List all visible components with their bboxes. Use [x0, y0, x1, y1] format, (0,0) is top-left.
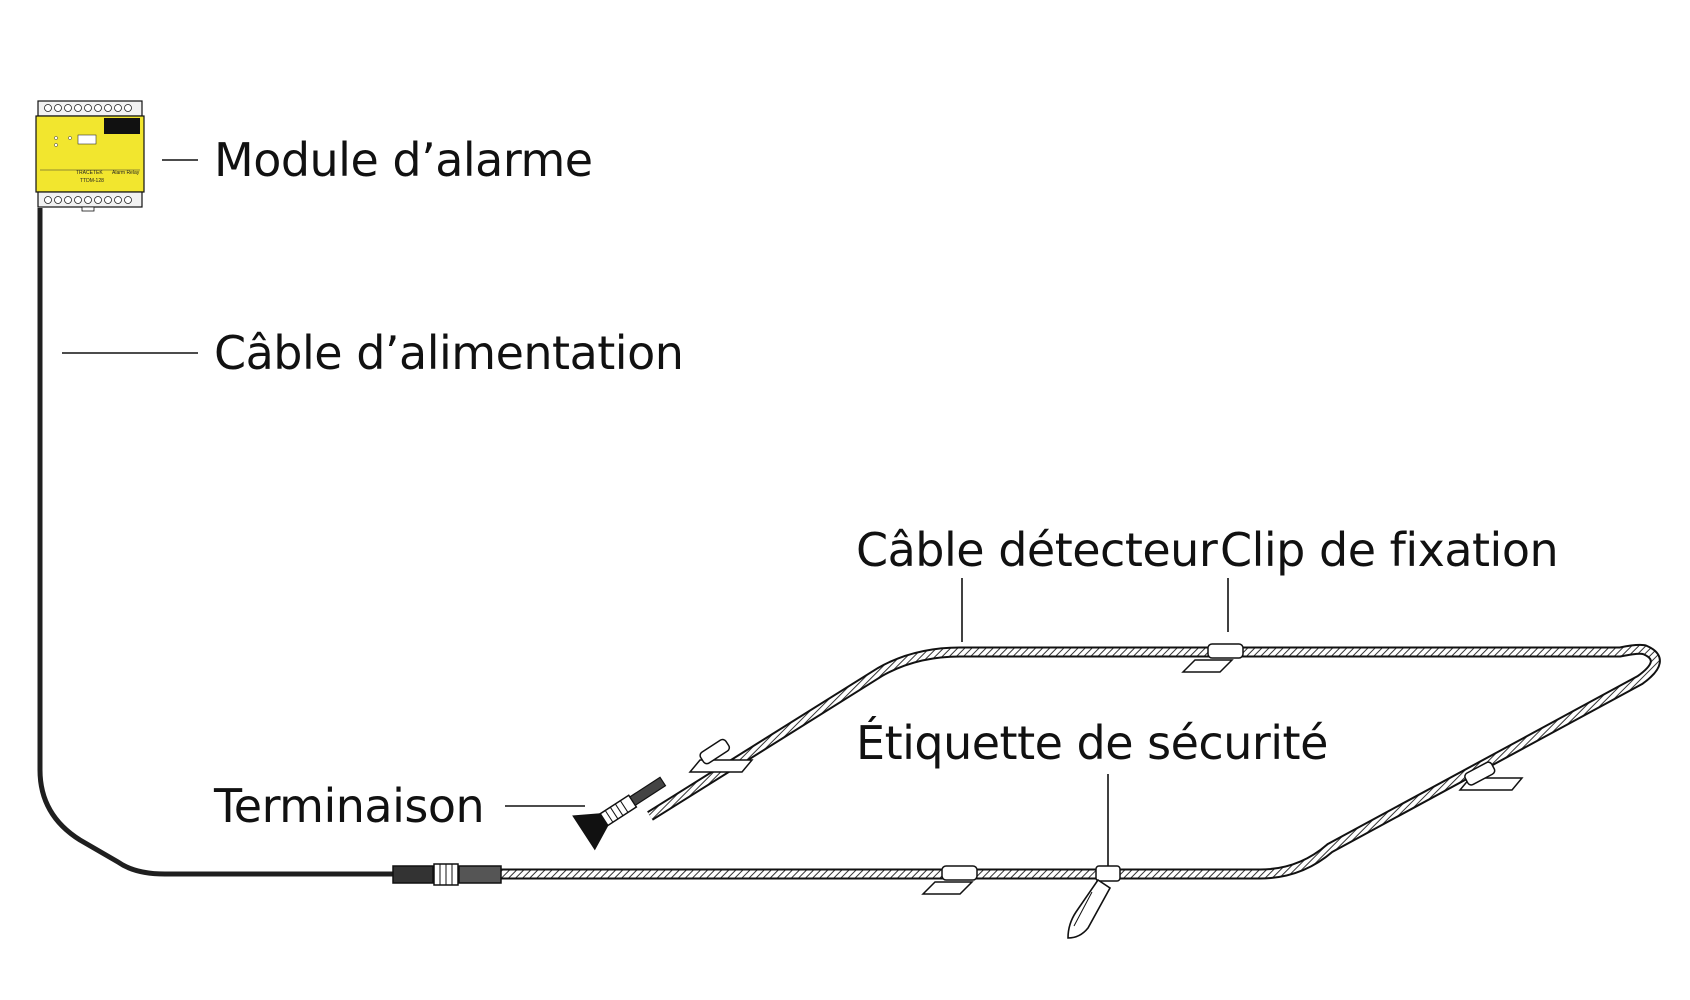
- fixation-clip: [1458, 761, 1524, 791]
- module-display: [77, 134, 97, 145]
- alarm-module: TRACETEK Alarm Relay TTDM-128: [35, 100, 145, 212]
- fixation-clip: [1181, 643, 1244, 673]
- bottom-terminal-screws: [44, 196, 132, 204]
- label-clip-fixation: Clip de fixation: [1220, 523, 1559, 577]
- cable-connector: [392, 863, 502, 886]
- module-brand: TRACETEK: [76, 170, 103, 176]
- leader-lines: [62, 159, 1229, 866]
- label-module-alarme: Module d’alarme: [214, 133, 593, 187]
- sensor-cable: [500, 643, 1661, 880]
- fixation-clip: [921, 865, 978, 895]
- power-cable: [37, 208, 395, 877]
- safety-tag: [1067, 865, 1121, 939]
- module-din-clip: [81, 206, 95, 212]
- module-model: TTDM-128: [80, 178, 104, 184]
- module-leds: [54, 136, 72, 147]
- fixation-clip: [688, 738, 754, 773]
- label-terminaison: Terminaison: [214, 779, 485, 833]
- module-subtitle: Alarm Relay: [112, 170, 140, 176]
- top-terminal-screws: [44, 104, 132, 112]
- label-cable-detecteur: Câble détecteur: [856, 523, 1218, 577]
- module-relay-block: [104, 118, 140, 134]
- termination-end: [572, 776, 667, 851]
- label-cable-alimentation: Câble d’alimentation: [214, 326, 684, 380]
- label-etiquette-securite: Étiquette de sécurité: [856, 716, 1328, 770]
